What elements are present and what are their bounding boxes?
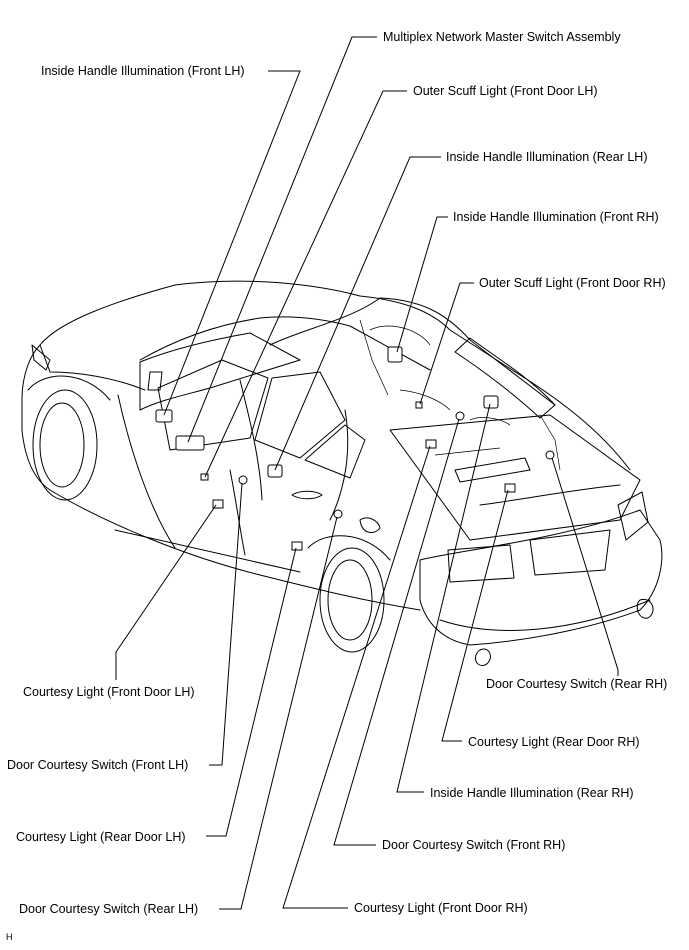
label-inside-handle-rear-rh: Inside Handle Illumination (Rear RH) [430,786,634,800]
leader-courtesy-rear-lh [206,547,297,837]
outer-scuff-front-lh-marker [200,473,209,481]
leader-inside-rear-rh [396,403,491,793]
label-inside-handle-front-lh: Inside Handle Illumination (Front LH) [41,64,245,78]
label-inside-handle-rear-lh: Inside Handle Illumination (Rear LH) [446,150,648,164]
leader-switch-front-lh [209,482,243,766]
leader-courtesy-front-lh [115,504,217,680]
label-multiplex-master-switch: Multiplex Network Master Switch Assembly [383,30,621,44]
door-courtesy-switch-front-rh-marker [455,411,465,421]
leader-inside-front-rh [396,216,448,353]
leader-inside-rear-lh [274,156,441,471]
door-courtesy-switch-front-lh-marker [238,475,248,485]
courtesy-light-front-lh-marker [212,499,224,509]
leader-scuff-front-lh [204,90,407,478]
inside-handle-rear-lh-marker [267,464,283,478]
door-courtesy-switch-rear-rh-marker [545,450,555,460]
leader-courtesy-front-rh [282,445,431,909]
label-courtesy-light-front-rh: Courtesy Light (Front Door RH) [354,901,528,915]
leader-switch-front-rh [333,418,460,846]
courtesy-light-front-rh-marker [425,439,437,449]
label-outer-scuff-front-rh: Outer Scuff Light (Front Door RH) [479,276,666,290]
leader-lines [115,36,619,910]
outer-scuff-front-rh-marker [415,401,423,409]
leader-courtesy-rear-rh [441,489,509,742]
courtesy-light-rear-lh-marker [291,541,303,551]
car-outline [21,280,663,666]
courtesy-light-rear-rh-marker [504,483,516,493]
leader-scuff-front-rh [419,282,474,405]
label-outer-scuff-front-lh: Outer Scuff Light (Front Door LH) [413,84,598,98]
leader-switch-rear-lh [219,516,338,910]
label-door-courtesy-switch-front-rh: Door Courtesy Switch (Front RH) [382,838,566,852]
label-inside-handle-front-rh: Inside Handle Illumination (Front RH) [453,210,659,224]
leader-multiplex [187,36,377,443]
leader-switch-rear-rh [551,457,619,676]
leader-inside-front-lh [163,70,301,416]
label-courtesy-light-rear-lh: Courtesy Light (Rear Door LH) [16,830,186,844]
inside-handle-front-lh-marker [155,409,173,423]
label-door-courtesy-switch-rear-rh: Door Courtesy Switch (Rear RH) [486,677,668,691]
component-markers [155,346,555,551]
inside-handle-front-rh-marker [387,346,403,363]
figure-code: H [6,932,13,942]
label-door-courtesy-switch-rear-lh: Door Courtesy Switch (Rear LH) [19,902,199,916]
inside-handle-rear-rh-marker [483,395,499,409]
label-courtesy-light-front-lh: Courtesy Light (Front Door LH) [23,685,195,699]
label-courtesy-light-rear-rh: Courtesy Light (Rear Door RH) [468,735,640,749]
door-courtesy-switch-rear-lh-marker [333,509,343,519]
label-door-courtesy-switch-front-lh: Door Courtesy Switch (Front LH) [7,758,189,772]
